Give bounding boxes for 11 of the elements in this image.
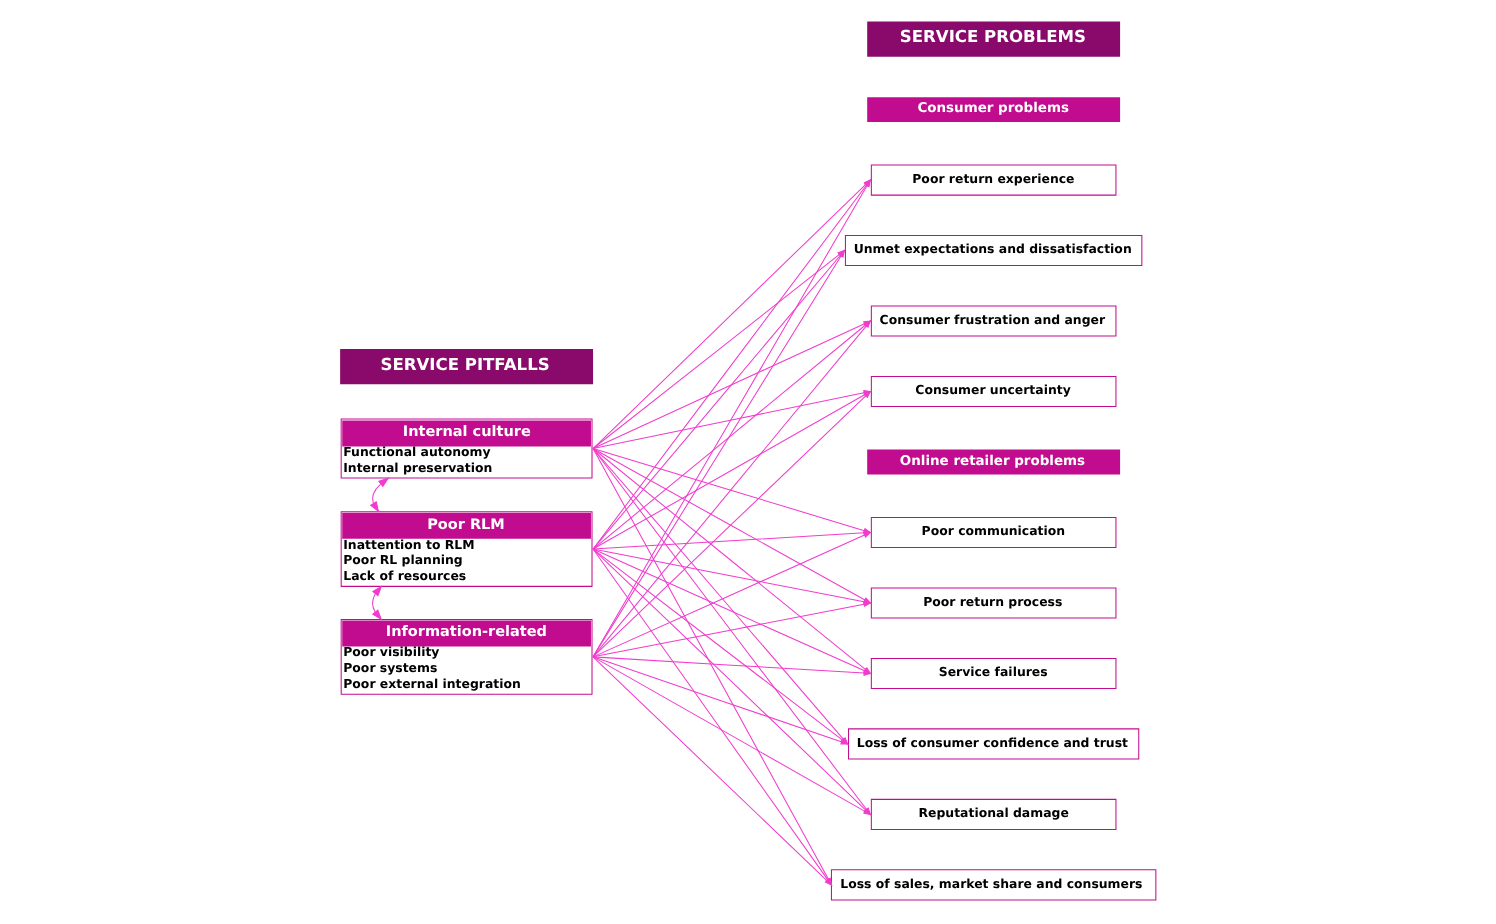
arrow [592, 448, 833, 887]
node-box: SERVICE PROBLEMS [867, 21, 1121, 57]
arrow [369, 477, 390, 513]
arrow [592, 656, 833, 886]
arrow [592, 656, 849, 745]
arrow [592, 448, 849, 746]
arrow [592, 548, 849, 745]
arrow [592, 601, 872, 658]
arrow [592, 548, 833, 887]
node-box: SERVICE PITFALLS [340, 349, 594, 385]
arrow [371, 585, 383, 621]
